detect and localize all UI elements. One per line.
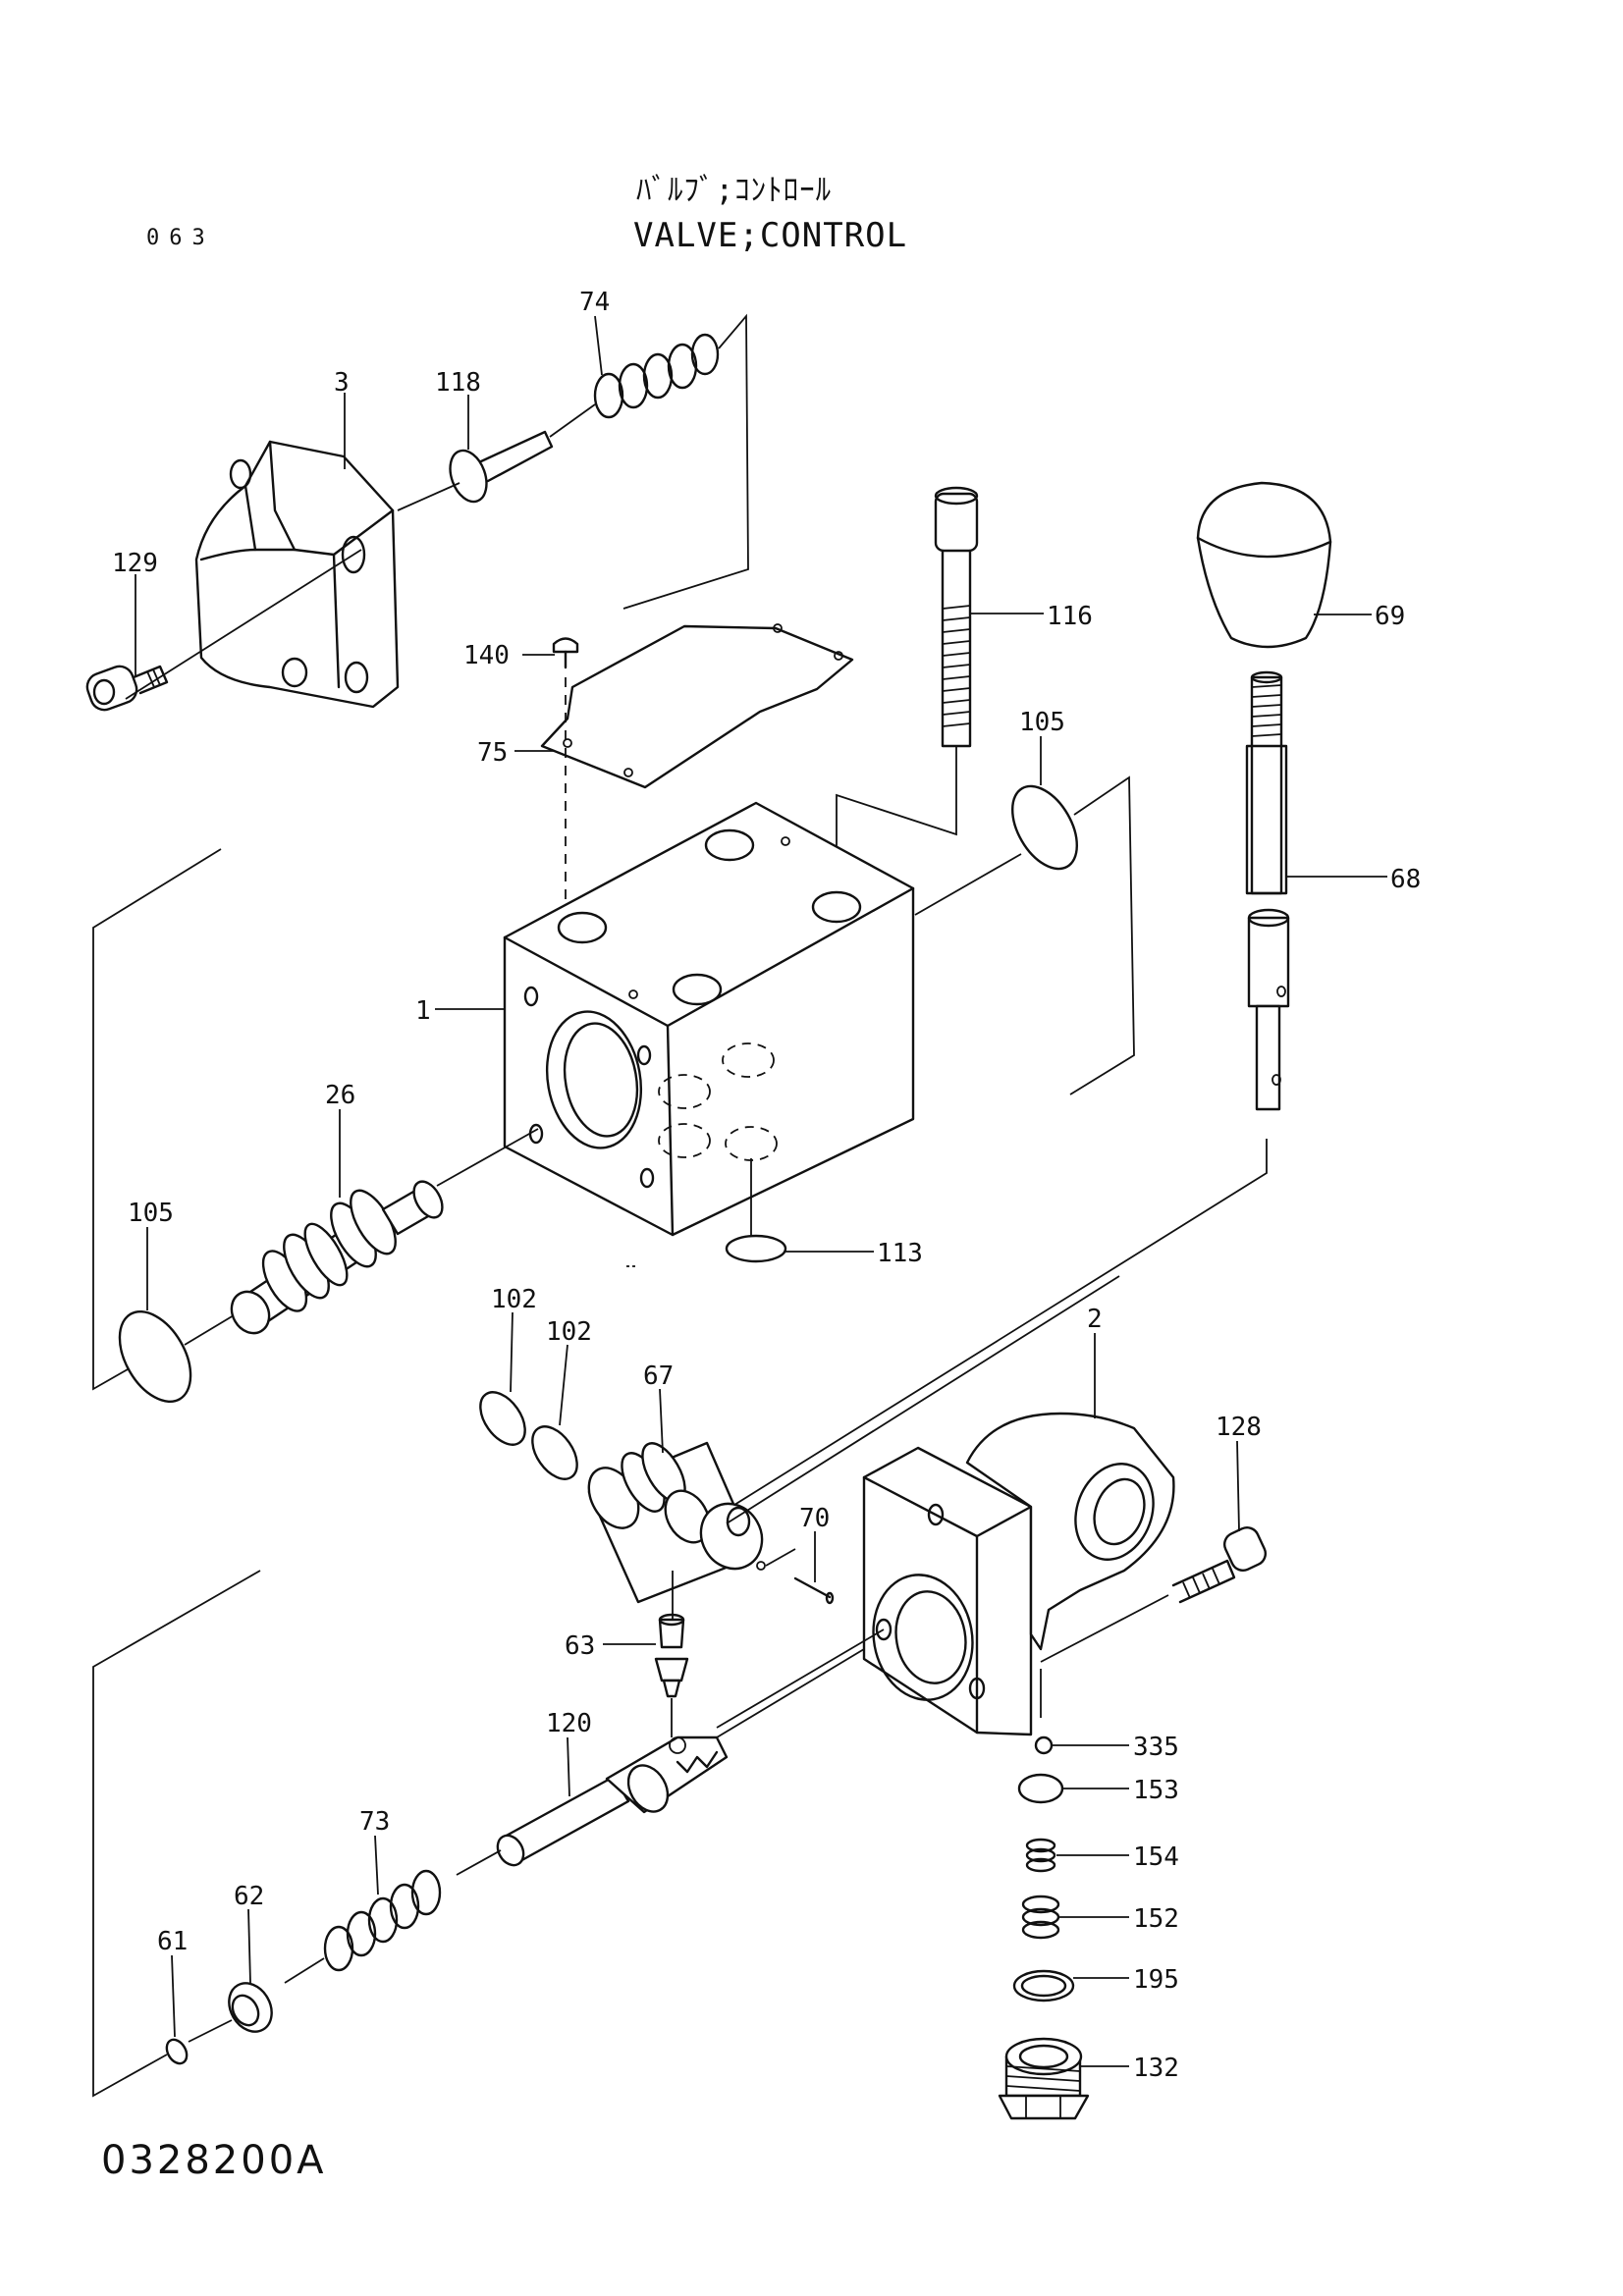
- page-number: 063: [146, 226, 215, 250]
- part-153-disc: [1017, 1773, 1064, 1804]
- guide-line-upper-right: [1069, 775, 1135, 1095]
- part-132-plug: [998, 2037, 1090, 2120]
- label-129: 129: [112, 549, 158, 578]
- label-132: 132: [1133, 2054, 1179, 2083]
- part-26-spool: [184, 1128, 539, 1346]
- label-67: 67: [643, 1362, 674, 1391]
- part-129-bolt: [85, 549, 362, 712]
- part-74-spring: [549, 313, 749, 610]
- label-195: 195: [1133, 1965, 1179, 1995]
- part-68-shaft: [726, 670, 1290, 1511]
- part-152-spring: [1021, 1895, 1060, 1940]
- label-335: 335: [1133, 1733, 1179, 1762]
- label-1: 1: [415, 996, 431, 1026]
- label-116: 116: [1047, 602, 1093, 631]
- label-140: 140: [463, 641, 510, 670]
- title-english: VALVE;CONTROL: [633, 216, 908, 255]
- label-62: 62: [234, 1882, 264, 1911]
- part-75-plate: [540, 623, 854, 789]
- part-2-cover: [716, 1412, 1175, 1736]
- label-128: 128: [1216, 1413, 1262, 1442]
- label-118: 118: [435, 368, 481, 398]
- part-113-oring: [725, 1234, 787, 1263]
- part-118-plunger: [397, 430, 554, 511]
- part-116-bolt: [836, 486, 979, 893]
- part-102-oring-b: [531, 1425, 578, 1480]
- part-62-seat: [188, 1982, 273, 2043]
- part-105-oring-lower: [118, 1309, 192, 1404]
- label-3: 3: [334, 368, 350, 398]
- part-labels: 3 118 74 129 140 75 116 105 69 68 1 26 1…: [112, 288, 1421, 2083]
- label-74: 74: [579, 288, 610, 317]
- part-67-spool: [587, 1275, 1120, 1620]
- part-105-oring-upper: [1011, 784, 1078, 871]
- label-105-lower: 105: [128, 1199, 174, 1228]
- label-26: 26: [325, 1081, 355, 1110]
- label-63: 63: [565, 1631, 595, 1661]
- label-2: 2: [1087, 1305, 1103, 1334]
- leader-105-upper: [914, 853, 1022, 916]
- part-63-pin: [654, 1613, 689, 1737]
- part-120-spool: [456, 1648, 865, 1876]
- label-120: 120: [546, 1709, 592, 1738]
- label-113: 113: [877, 1239, 923, 1268]
- label-61: 61: [157, 1927, 188, 1956]
- leader-lines: [135, 315, 1387, 2067]
- guide-line-left-upper: [92, 848, 222, 1391]
- label-68: 68: [1390, 865, 1421, 894]
- label-105-upper: 105: [1019, 708, 1065, 737]
- label-153: 153: [1133, 1776, 1179, 1805]
- label-152: 152: [1133, 1904, 1179, 1934]
- part-1-valve-body: [503, 801, 915, 1237]
- title-japanese: ﾊﾞﾙﾌﾞ;ｺﾝﾄﾛｰﾙ: [636, 173, 833, 208]
- part-70-pin: [793, 1576, 835, 1605]
- part-154-spring: [1025, 1838, 1056, 1873]
- part-335-ball: [1034, 1735, 1054, 1755]
- part-195-washer: [1012, 1969, 1075, 2002]
- label-154: 154: [1133, 1842, 1179, 1872]
- label-75: 75: [477, 738, 508, 768]
- label-73: 73: [359, 1807, 390, 1837]
- part-140-screw: [552, 637, 579, 942]
- part-128-bolt: [1040, 1526, 1268, 1663]
- part-3-cover: [194, 440, 400, 709]
- label-69: 69: [1375, 602, 1405, 631]
- label-70: 70: [799, 1504, 830, 1533]
- part-69-knob: [1196, 481, 1332, 649]
- guide-line-left-lower: [92, 1570, 261, 2098]
- part-73-spring: [284, 1869, 442, 1984]
- label-102-b: 102: [546, 1317, 592, 1347]
- document-code: 0328200A: [101, 2138, 327, 2183]
- label-102-a: 102: [491, 1285, 537, 1314]
- part-61-ring: [165, 2038, 189, 2065]
- part-102-oring-a: [479, 1391, 526, 1446]
